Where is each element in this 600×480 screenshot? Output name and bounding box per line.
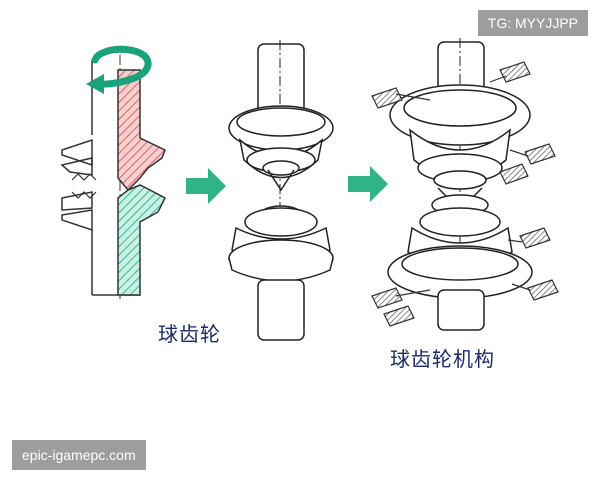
- site-watermark: epic-igamepc.com: [12, 440, 146, 470]
- telegram-badge: TG: MYYJJPP: [477, 10, 588, 36]
- ball-gear-label: 球齿轮: [158, 322, 221, 346]
- ball-gear-mechanism: [387, 38, 533, 331]
- flow-arrow-icon: [348, 166, 388, 202]
- upper-gear-section: [117, 69, 166, 192]
- mounting-bar: [371, 61, 559, 327]
- flow-arrow-icon: [186, 168, 226, 204]
- ball-gear-pair: [228, 40, 334, 341]
- ball-gear-mechanism-label: 球齿轮机构: [390, 347, 495, 371]
- lower-gear-section: [117, 184, 166, 296]
- rotation-arrow-icon: [86, 45, 152, 94]
